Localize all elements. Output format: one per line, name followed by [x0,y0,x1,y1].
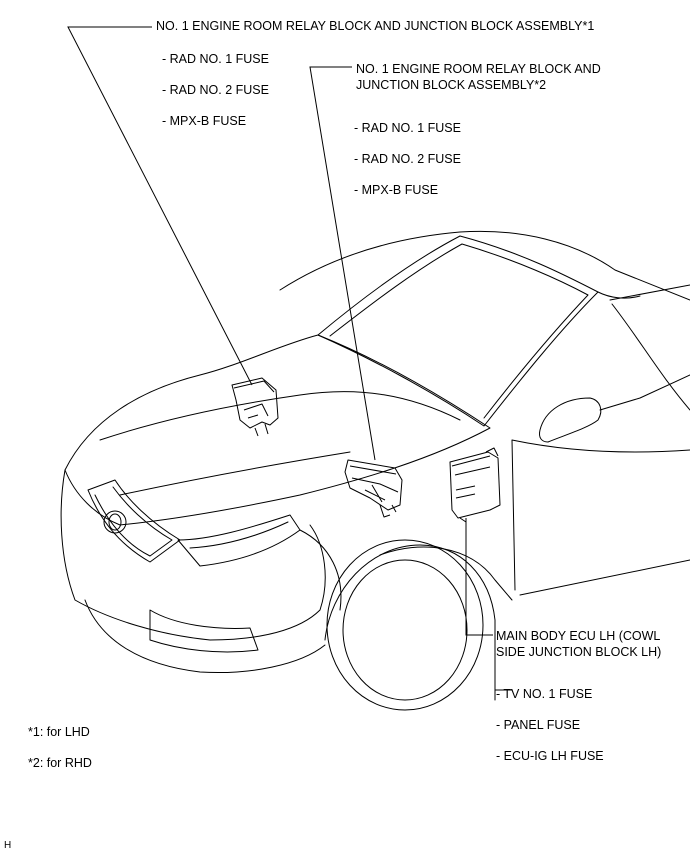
junction-block-rhd [344,459,403,518]
front-wheel-rim [342,559,468,701]
hood-crease [99,391,461,441]
ecu-item-tv1: - TV NO. 1 FUSE [496,687,593,701]
hood-outline [64,334,491,526]
front-fender [299,529,513,611]
block2-title-line1: NO. 1 ENGINE ROOM RELAY BLOCK AND [356,62,601,76]
side-window [609,284,690,411]
block2-title-line2: JUNCTION BLOCK ASSEMBLY*2 [356,78,547,92]
block1-item-rad2: - RAD NO. 2 FUSE [162,83,269,97]
block1-item-rad1: - RAD NO. 1 FUSE [162,52,269,66]
leader-line-ecu [465,518,493,636]
grille-inner [94,486,173,557]
footnote-lhd: *1: for LHD [28,725,90,739]
ecu-item-ecuig: - ECU-IG LH FUSE [496,749,604,763]
brand-emblem [103,510,127,534]
main-body-ecu [449,447,501,523]
wheel-arch [324,544,496,701]
a-pillar [597,291,641,299]
junction-block-lhd [231,377,279,437]
block2-item-mpxb: - MPX-B FUSE [354,183,439,197]
front-bumper [60,469,326,641]
corner-mark: H [4,840,12,851]
ecu-title-line1: MAIN BODY ECU LH (COWL [496,629,661,643]
windshield-inner [329,243,589,419]
mirror-detail [599,374,690,411]
door-line [511,439,690,596]
leader-line-block2 [309,66,376,461]
bumper-intake [149,609,259,653]
front-bumper-lower [84,599,326,673]
leader-lines [67,26,493,636]
ecu-item-panel: - PANEL FUSE [496,718,581,732]
headlight-inner [189,521,289,549]
car-outline [60,230,690,711]
footnote-rhd: *2: for RHD [28,756,92,770]
block2-item-rad2: - RAD NO. 2 FUSE [354,152,461,166]
side-mirror [539,397,602,443]
block1-item-mpxb: - MPX-B FUSE [162,114,247,128]
leader-line-block1 [67,26,253,386]
block1-title: NO. 1 ENGINE ROOM RELAY BLOCK AND JUNCTI… [156,19,595,33]
front-wheel-tire [326,539,484,711]
block2-item-rad1: - RAD NO. 1 FUSE [354,121,461,135]
windshield-outline [317,235,599,427]
hood-center [119,451,351,496]
car-roof-line [279,230,690,301]
ecu-title-line2: SIDE JUNCTION BLOCK LH) [496,645,662,659]
emblem-inner [108,513,122,531]
